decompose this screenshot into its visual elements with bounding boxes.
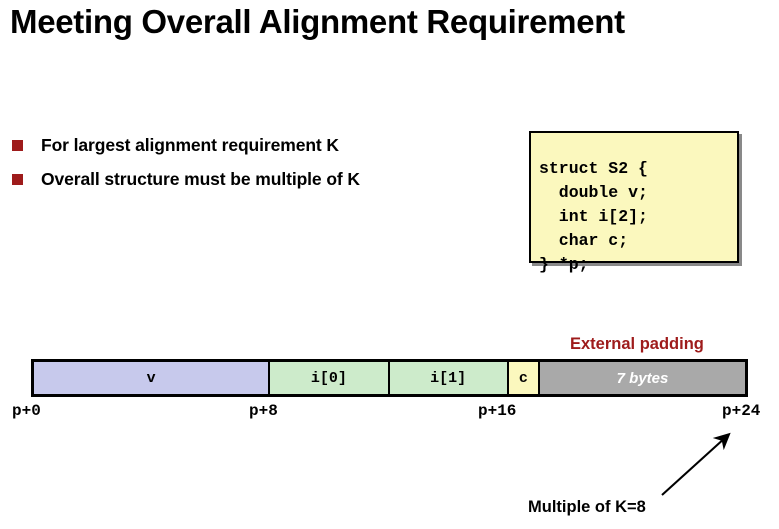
square-bullet-icon xyxy=(12,174,23,185)
memory-cell-i0: i[0] xyxy=(270,362,390,394)
memory-cell-label: 7 bytes xyxy=(616,369,669,387)
code-snippet-text: struct S2 { double v; int i[2]; char c; … xyxy=(539,158,648,274)
memory-cell-i1: i[1] xyxy=(389,362,509,394)
bullet-list: For largest alignment requirement K Over… xyxy=(12,130,512,198)
memory-cell-label: c xyxy=(518,369,528,387)
multiple-of-k-caption: Multiple of K=8 xyxy=(528,498,646,516)
page-title: Meeting Overall Alignment Requirement xyxy=(10,3,625,40)
list-item-label: Overall structure must be multiple of K xyxy=(41,168,360,189)
offset-label-p0: p+0 xyxy=(12,402,41,420)
memory-cell-label: v xyxy=(146,369,156,387)
arrow-up-right-icon xyxy=(661,432,731,496)
list-item-label: For largest alignment requirement K xyxy=(41,134,339,155)
memory-layout-bar: v i[0] i[1] c 7 bytes xyxy=(31,359,748,397)
offset-label-p24: p+24 xyxy=(722,402,761,420)
list-item: For largest alignment requirement K xyxy=(12,130,512,160)
code-snippet-box: struct S2 { double v; int i[2]; char c; … xyxy=(529,131,739,274)
offset-label-p16: p+16 xyxy=(478,402,517,420)
memory-cell-padding: 7 bytes xyxy=(539,362,746,394)
memory-cell-label: i[1] xyxy=(430,369,467,387)
list-item: Overall structure must be multiple of K xyxy=(12,164,512,194)
offset-label-p8: p+8 xyxy=(249,402,278,420)
square-bullet-icon xyxy=(12,140,23,151)
memory-cell-c: c xyxy=(508,362,540,394)
external-padding-annotation: External padding xyxy=(570,335,704,353)
memory-cell-label: i[0] xyxy=(310,369,347,387)
memory-cell-v: v xyxy=(34,362,271,394)
